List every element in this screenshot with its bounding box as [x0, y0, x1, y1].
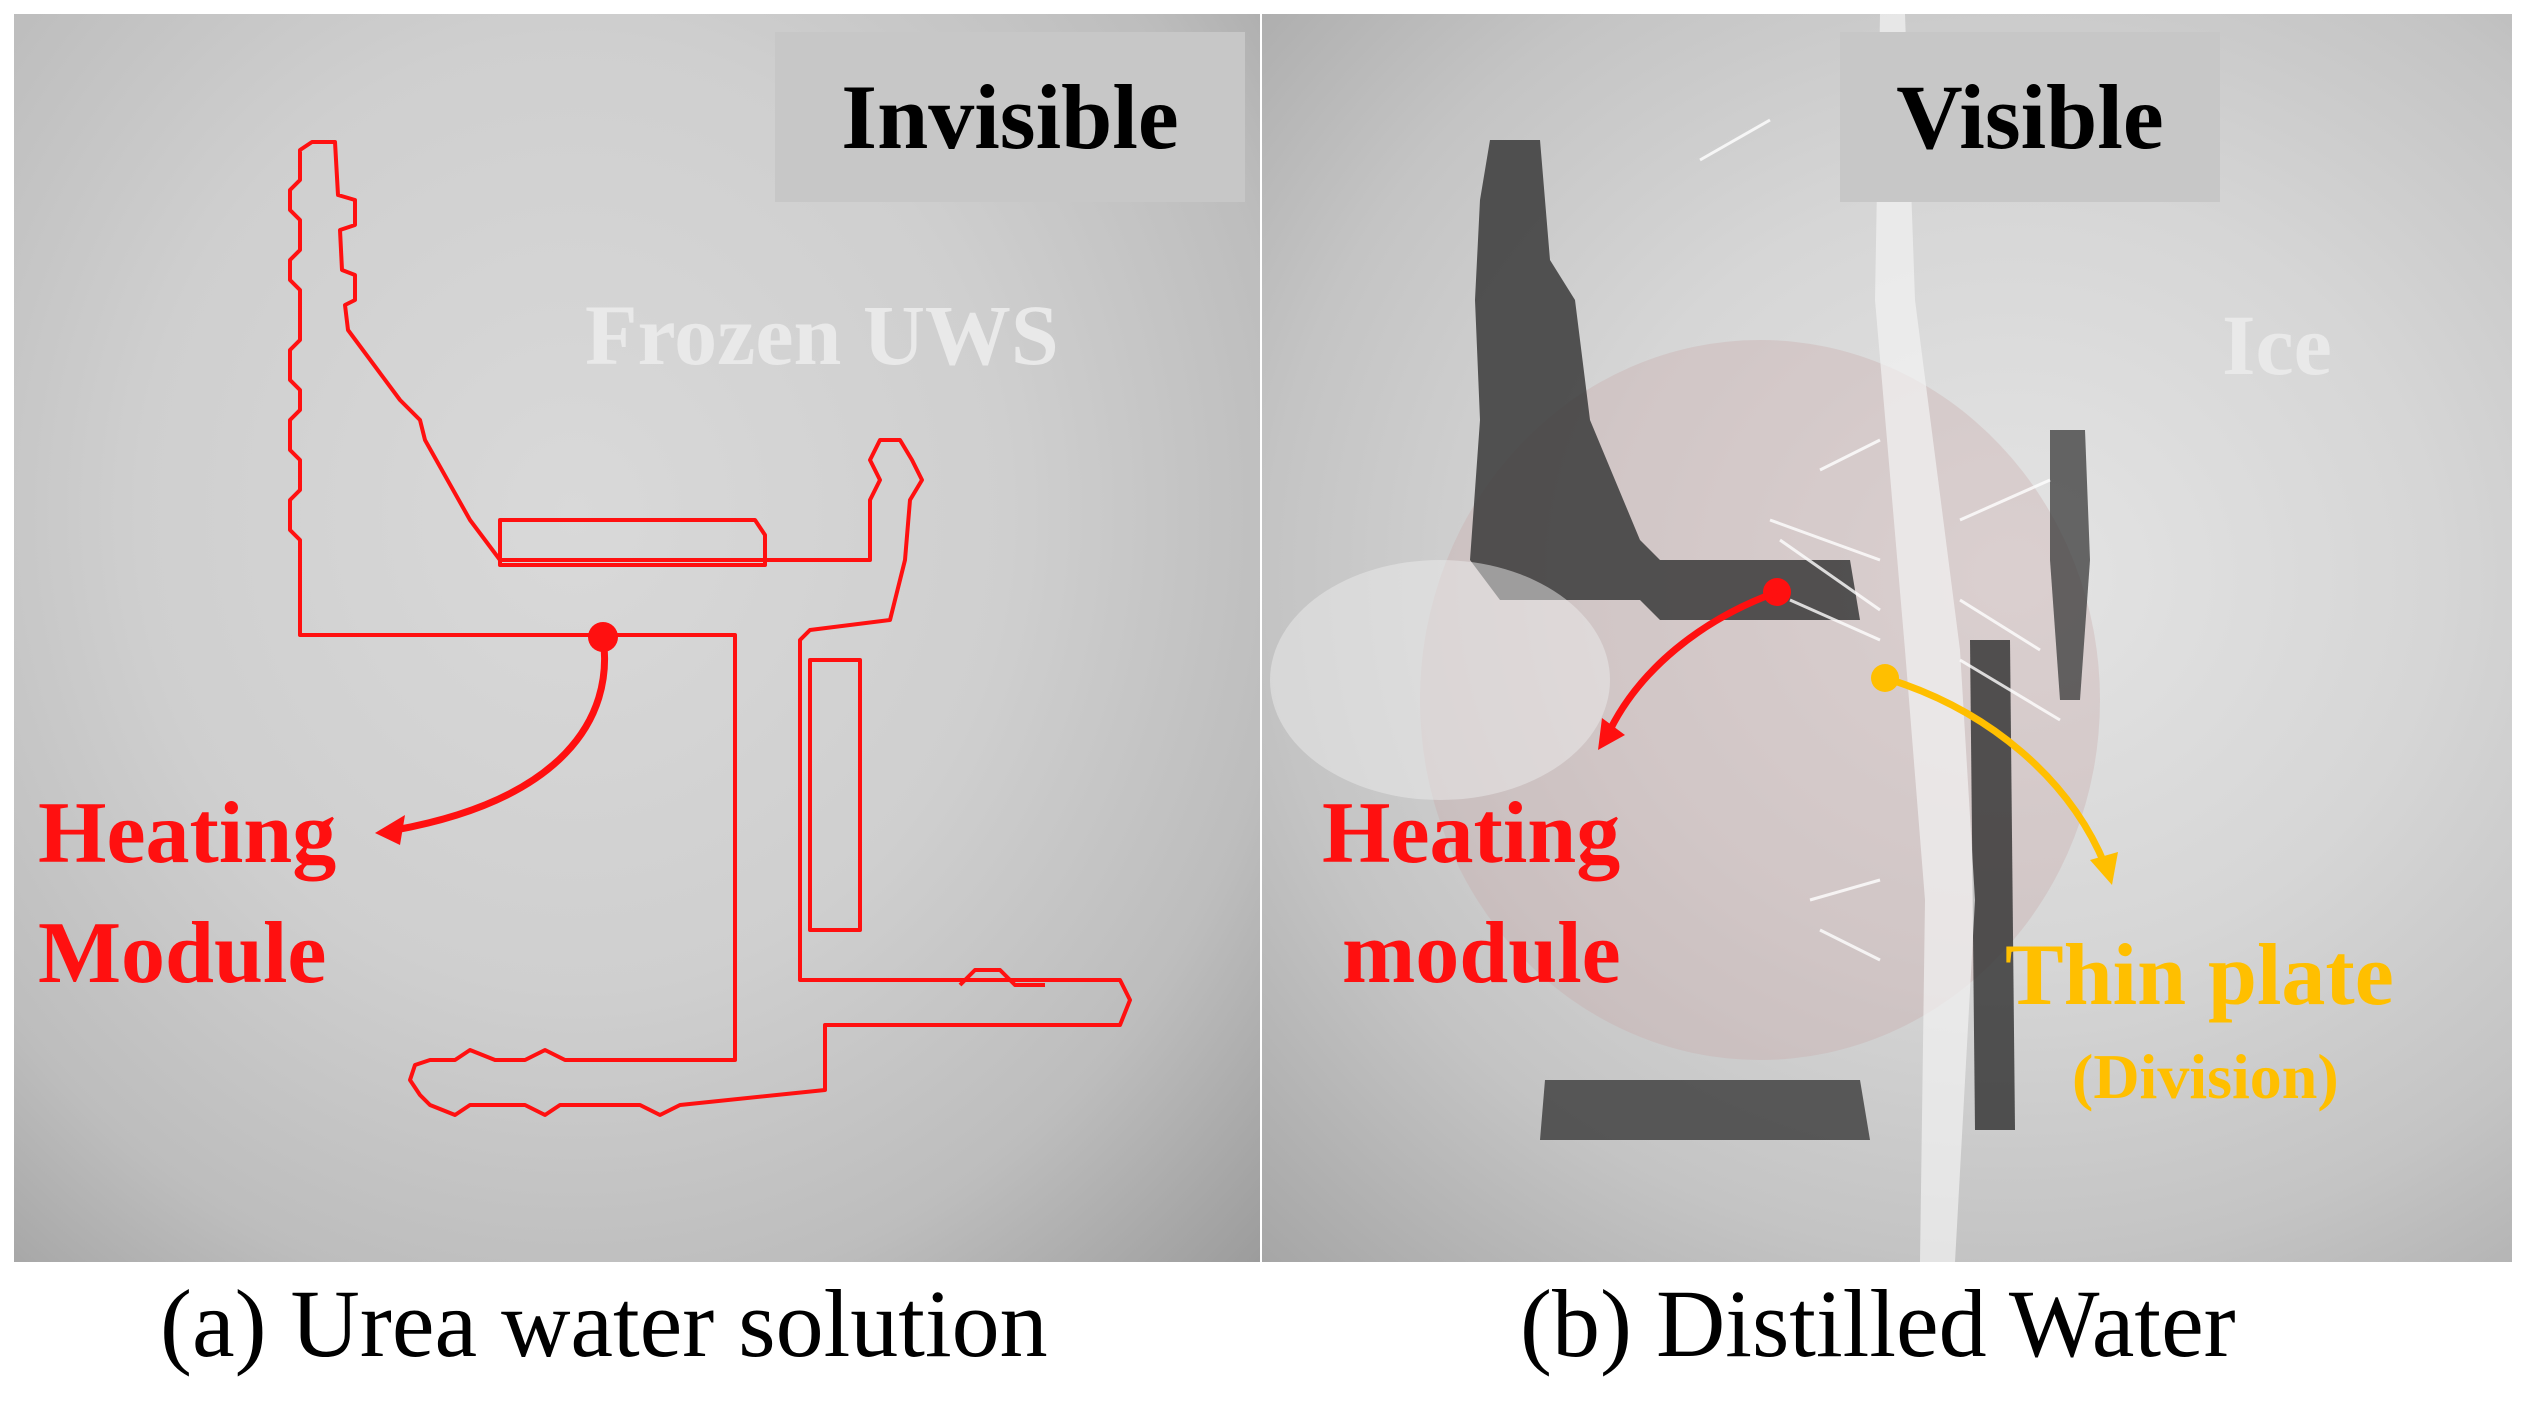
- frozen-uws-label: Frozen UWS: [585, 287, 1059, 383]
- arrowhead-icon: [1598, 718, 1625, 750]
- ice-features: [1270, 14, 2100, 1262]
- heating-module-outline: [288, 140, 1132, 1117]
- thin-plate-label: Thin plate: [2005, 927, 2394, 1024]
- photo-frozen-uws: [14, 14, 1260, 1262]
- caption-urea-water-solution: (a) Urea water solution: [160, 1270, 1048, 1377]
- heating-module-label-line1: Heating: [1322, 785, 1621, 882]
- caption-distilled-water: (b) Distilled Water: [1520, 1270, 2236, 1377]
- division-label: (Division): [2072, 1041, 2339, 1112]
- thin-plate-arrow: [1883, 674, 2109, 867]
- heating-module-arrow: [394, 636, 609, 834]
- heating-module-label-line2: Module: [38, 905, 327, 1002]
- visible-label: Visible: [1840, 32, 2220, 202]
- arrowhead-icon: [2090, 852, 2118, 885]
- heating-module-label-line1: Heating: [38, 785, 337, 882]
- invisible-label: Invisible: [775, 32, 1245, 202]
- arrowhead-icon: [375, 815, 405, 845]
- heating-module-arrow: [1606, 588, 1779, 732]
- ice-label: Ice: [2222, 297, 2332, 393]
- heating-module-label-line2: module: [1342, 905, 1621, 1002]
